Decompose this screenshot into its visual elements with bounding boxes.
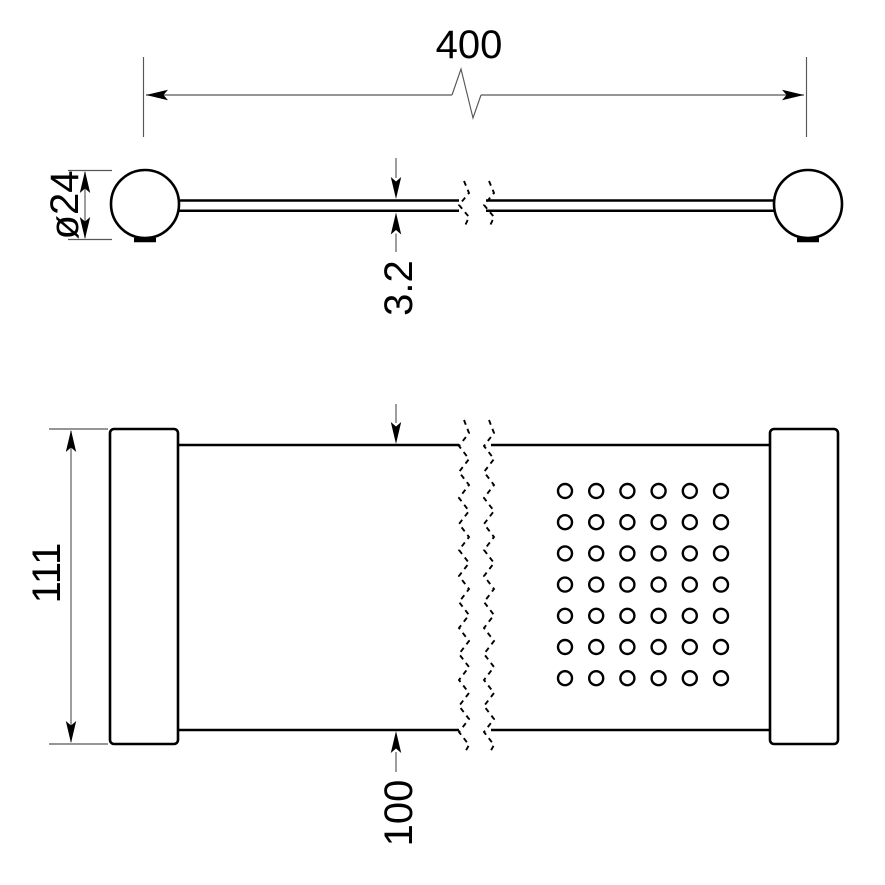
dimension-shelf-depth: 100: [377, 404, 421, 846]
perforation-hole: [588, 638, 605, 656]
left-end-cap: [108, 427, 180, 746]
hole-pattern: [556, 482, 730, 687]
shelf-edge-profile: [179, 180, 774, 229]
perforation-hole: [712, 638, 730, 656]
perforation-hole: [619, 670, 636, 687]
perforation-hole: [681, 638, 698, 656]
perforation-hole: [588, 514, 605, 531]
perforation-hole: [556, 607, 574, 624]
break-line-plan-right: [482, 419, 496, 755]
arrowhead-left: [146, 89, 168, 101]
perforation-hole: [712, 545, 730, 562]
perforation-hole: [712, 514, 730, 531]
arrowhead-up: [390, 731, 402, 753]
right-bracket-circle: [772, 168, 844, 240]
arrowhead-down: [390, 177, 402, 199]
perforation-hole: [681, 607, 698, 624]
perforation-hole: [588, 482, 605, 500]
perforation-hole: [712, 670, 730, 687]
arrowhead-down: [65, 721, 77, 743]
perforation-hole: [650, 607, 667, 624]
perforation-hole: [619, 545, 636, 562]
perforation-hole: [556, 670, 574, 687]
dimension-label-shelf-depth: 100: [377, 780, 421, 847]
arrowhead-down: [390, 422, 402, 444]
dimension-overall-length: 400: [142, 23, 808, 137]
perforation-hole: [681, 545, 698, 562]
break-line-front-left: [457, 180, 471, 229]
perforation-hole: [588, 670, 605, 687]
break-line-front-right: [482, 180, 496, 229]
dimension-label-overall-depth: 111: [25, 543, 69, 604]
perforation-hole: [650, 514, 667, 531]
perforation-hole: [619, 576, 636, 593]
left-bracket-circle: [109, 168, 181, 240]
arrowhead-down: [79, 217, 91, 239]
perforation-hole: [556, 514, 574, 531]
perforation-hole: [588, 607, 605, 624]
perforation-hole: [556, 576, 574, 593]
dimension-shelf-thickness: 3.2: [377, 158, 421, 316]
perforation-hole: [588, 545, 605, 562]
dimension-label-shelf-thickness: 3.2: [377, 260, 421, 316]
perforation-hole: [681, 576, 698, 593]
plan-view: 111 100: [25, 404, 840, 846]
perforation-hole: [650, 638, 667, 656]
perforation-hole: [556, 482, 574, 500]
dimension-label-overall-length: 400: [436, 23, 503, 67]
perforation-hole: [588, 576, 605, 593]
perforation-hole: [556, 545, 574, 562]
perforation-hole: [619, 607, 636, 624]
perforation-hole: [650, 545, 667, 562]
perforation-hole: [619, 482, 636, 500]
dimension-bracket-diameter: ø24: [43, 169, 112, 241]
perforation-hole: [712, 576, 730, 593]
dimension-break-symbol: [451, 66, 482, 121]
arrowhead-up: [65, 430, 77, 452]
perforation-hole: [650, 576, 667, 593]
perforation-hole: [712, 607, 730, 624]
dimension-overall-depth: 111: [25, 428, 108, 745]
arrowhead-up: [390, 212, 402, 235]
perforation-hole: [556, 638, 574, 656]
perforation-hole: [619, 638, 636, 656]
right-end-cap: [768, 427, 840, 746]
perforation-hole: [619, 514, 636, 531]
arrowhead-up: [79, 171, 91, 193]
perforation-hole: [650, 670, 667, 687]
break-line-plan-left: [457, 419, 471, 755]
perforation-hole: [681, 482, 698, 500]
perforation-hole: [681, 514, 698, 531]
perforation-hole: [712, 482, 730, 500]
arrowhead-right: [782, 89, 804, 101]
front-view: 400 ø24 3: [43, 23, 844, 316]
perforation-hole: [650, 482, 667, 500]
perforation-hole: [681, 670, 698, 687]
dimension-label-bracket-diameter: ø24: [43, 171, 87, 240]
